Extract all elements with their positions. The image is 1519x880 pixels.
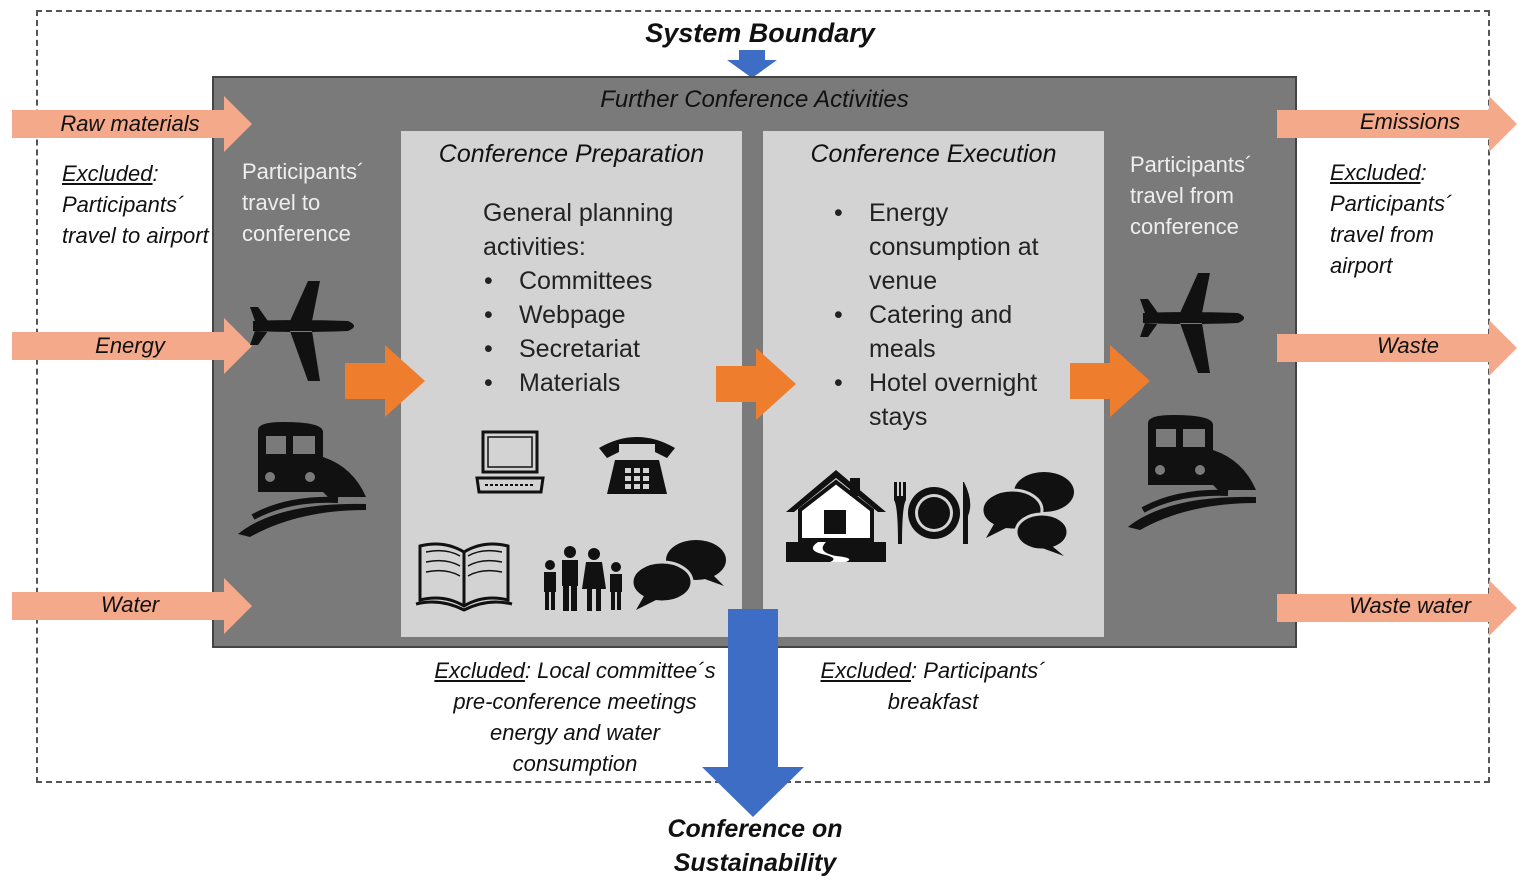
result-down-arrow [702, 609, 804, 817]
list-item: Energy consumption at venue [834, 196, 1084, 298]
laptop-icon [475, 430, 545, 494]
flow-arrow-to-travel-from [1070, 345, 1150, 417]
travel-to-text: Participants´ travel to conference [242, 159, 365, 246]
emissions-label: Emissions [1359, 109, 1461, 134]
excluded-travel-to-airport: Excluded: Participants´ travel to airpor… [62, 161, 209, 248]
list-item: Secretariat [484, 332, 734, 366]
speech-bubbles-icon [980, 472, 1074, 556]
list-item: Webpage [484, 298, 734, 332]
travel-from-text: Participants´ travel from conference [1130, 152, 1253, 239]
further-activities-title: Further Conference Activities [600, 86, 909, 113]
flow-arrow-to-execution [716, 348, 796, 420]
energy-arrow [12, 318, 252, 374]
excluded-travel-from-airport: Excluded: Participants´ travel from airp… [1330, 160, 1453, 278]
telephone-icon [599, 437, 675, 494]
boundary-down-arrow [727, 50, 777, 78]
list-item: Materials [484, 366, 734, 400]
waste-water-arrow [1277, 580, 1517, 636]
list-item: Catering and meals [834, 298, 1084, 366]
list-item: Hotel overnight stays [834, 366, 1084, 434]
train-icon [1128, 415, 1256, 530]
excluded-breakfast: Excluded: Participants´ breakfast [820, 658, 1046, 714]
flow-arrow-to-preparation [345, 345, 425, 417]
house-icon [786, 470, 886, 562]
waste-arrow [1277, 320, 1517, 376]
family-icon [544, 546, 622, 611]
speech-bubbles-icon [630, 540, 726, 610]
book-icon [415, 542, 513, 612]
result-title: Conference on Sustainability [667, 815, 843, 877]
execution-list: Energy consumption at venue Catering and… [834, 196, 1084, 434]
execution-title: Conference Execution [810, 140, 1057, 168]
emissions-arrow [1277, 96, 1517, 152]
waste-water-label: Waste water [1349, 593, 1471, 618]
raw-materials-label: Raw materials [60, 111, 200, 136]
airplane-icon [250, 281, 354, 381]
water-arrow [12, 578, 252, 634]
list-item: Committees [484, 264, 734, 298]
excluded-pre-conference-meetings: Excluded: Local committee´s pre-conferen… [434, 658, 716, 776]
energy-label: Energy [95, 333, 165, 358]
water-label: Water [100, 592, 160, 617]
train-icon [238, 422, 366, 537]
system-boundary-title: System Boundary [645, 18, 875, 48]
preparation-title: Conference Preparation [438, 140, 705, 168]
preparation-intro: General planning activities: [483, 199, 674, 261]
preparation-list: Committees Webpage Secretariat Materials [484, 264, 734, 400]
raw-materials-arrow [12, 96, 252, 152]
plate-cutlery-icon [894, 482, 971, 544]
waste-label: Waste [1377, 333, 1439, 358]
airplane-icon [1140, 273, 1244, 373]
